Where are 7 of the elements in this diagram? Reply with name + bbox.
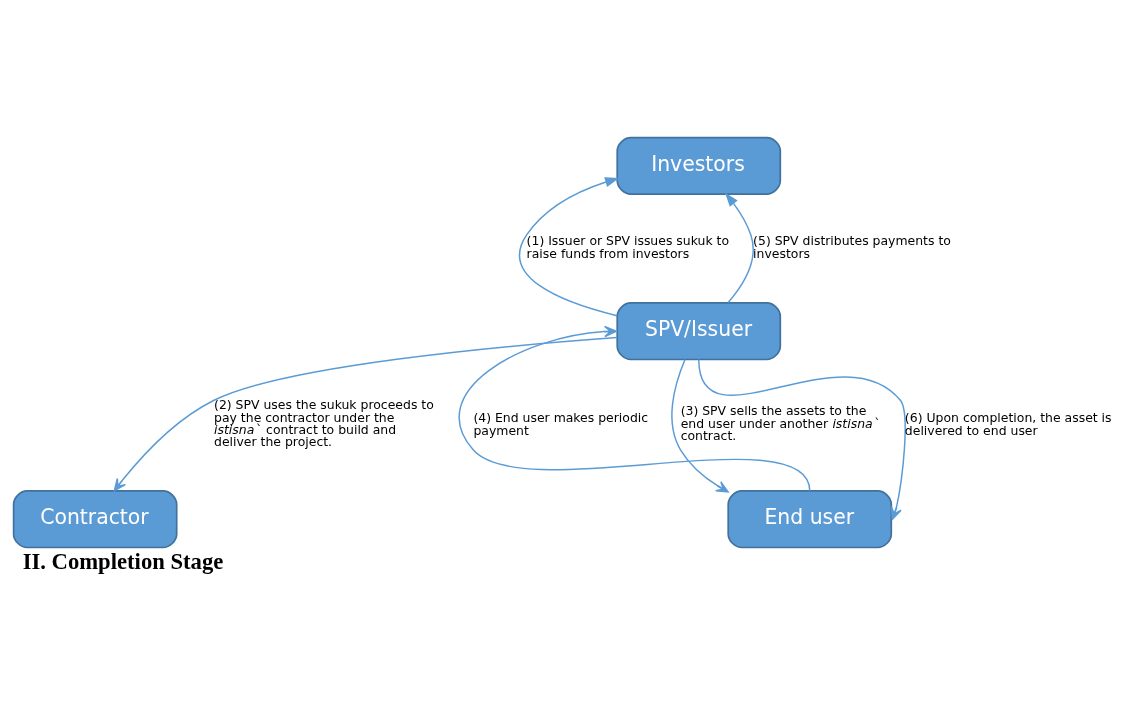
diagram-title: II. Completion Stage [22, 548, 224, 574]
edge-label: (4) End user makes periodic payment [473, 409, 649, 438]
edge-label: (3) SPV sells the assets to the end user under another istisna` contract. [680, 402, 881, 443]
edge-label: (1) Issuer or SPV issues sukuk to raise funds from investors [526, 232, 730, 261]
edge-label: (5) SPV distributes payments to investors [753, 232, 951, 261]
edge-label: (2) SPV uses the sukuk proceeds to pay the contractor under the istisna` contract to build and deliver the project. [214, 396, 434, 449]
edge-label: (6) Upon completion, the asset is delivered to end user [904, 409, 1112, 438]
